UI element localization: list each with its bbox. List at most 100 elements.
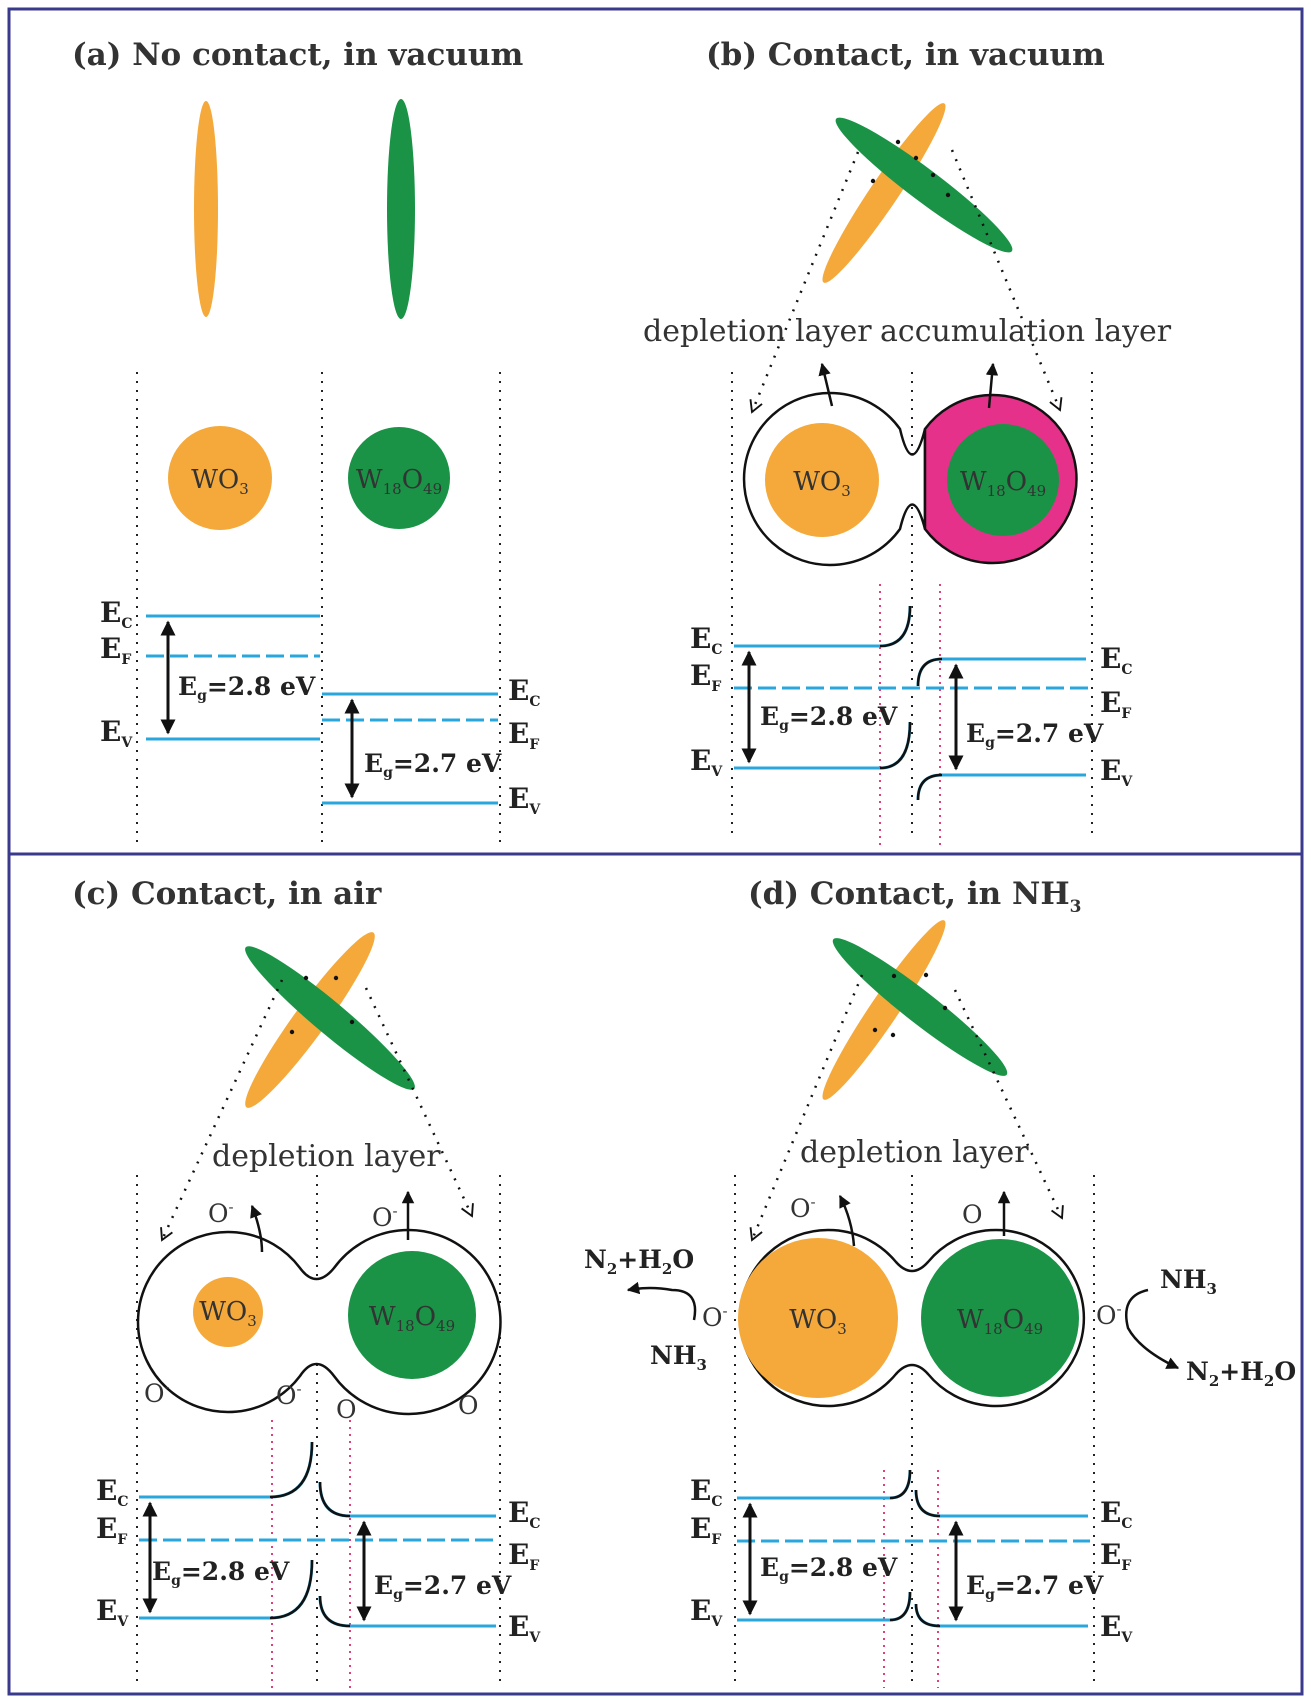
wo3-particle bbox=[765, 423, 879, 537]
ev-label-left: EV bbox=[690, 744, 723, 780]
ef-label-right: EF bbox=[1100, 1538, 1131, 1574]
ec-label-right: EC bbox=[1100, 1496, 1133, 1532]
ev-label-left: EV bbox=[690, 1594, 723, 1630]
w18o49-nanorod bbox=[832, 938, 1008, 1076]
wo3-nanorod bbox=[822, 103, 946, 283]
ef-label-left: EF bbox=[100, 632, 131, 668]
wo3-label: WO3 bbox=[793, 467, 851, 500]
depletion-pointer bbox=[838, 1194, 856, 1247]
reaction-arrow-right bbox=[1125, 1288, 1180, 1370]
zoom-line-right bbox=[953, 989, 1064, 1220]
w18o49-gap-label: Eg=2.7 eV bbox=[364, 749, 502, 781]
w18o49-particle bbox=[921, 1239, 1079, 1397]
w18o49-valence-band bbox=[318, 1595, 496, 1628]
ef-label-right: EF bbox=[1100, 686, 1131, 722]
ec-label-left: EC bbox=[100, 596, 133, 632]
wo3-gap-label: Eg=2.8 eV bbox=[760, 702, 898, 734]
panel-b: (b) Contact, in vacuum depletion layer a… bbox=[643, 37, 1172, 845]
wo3-conduction-band bbox=[734, 605, 912, 648]
depletion-layer-label: depletion layer bbox=[643, 314, 872, 349]
wo3-label: WO3 bbox=[789, 1305, 847, 1338]
wo3-nanorod bbox=[822, 920, 946, 1100]
reaction-arrow-left bbox=[626, 1281, 697, 1321]
panel-a-title: (a) No contact, in vacuum bbox=[72, 37, 523, 73]
ef-label-right: EF bbox=[508, 717, 539, 753]
reaction-product-left: N2+H2O bbox=[584, 1245, 694, 1278]
depletion-layer-label: depletion layer bbox=[212, 1139, 441, 1174]
w18o49-valence-band bbox=[914, 1603, 1088, 1628]
adsorbed-oxygen: O bbox=[962, 1200, 983, 1229]
panel-c-title: (c) Contact, in air bbox=[72, 876, 382, 912]
w18o49-nanorod bbox=[387, 99, 415, 319]
panel-a: (a) No contact, in vacuum WO3 W18O49 Eg=… bbox=[72, 37, 541, 842]
ef-label-left: EF bbox=[96, 1512, 127, 1548]
w18o49-particle bbox=[947, 424, 1059, 536]
panel-c: (c) Contact, in air depletion layer WO3 … bbox=[72, 876, 541, 1688]
bottom-frame bbox=[7, 852, 1304, 1696]
ef-label-left: EF bbox=[690, 1512, 721, 1548]
ec-label-left: EC bbox=[690, 1474, 723, 1510]
adsorbed-oxygen: O- bbox=[790, 1193, 816, 1223]
accumulation-layer-label: accumulation layer bbox=[880, 314, 1172, 349]
w18o49-particle bbox=[348, 1251, 476, 1379]
w18o49-conduction-band bbox=[318, 1481, 496, 1518]
ev-label-right: EV bbox=[1100, 1610, 1133, 1646]
w18o49-gap-label: Eg=2.7 eV bbox=[966, 719, 1104, 751]
wo3-gap-label: Eg=2.8 eV bbox=[152, 1557, 290, 1589]
wo3-particle bbox=[738, 1238, 898, 1398]
w18o49-nanorod bbox=[835, 117, 1013, 253]
ec-label-right: EC bbox=[508, 1496, 541, 1532]
adsorbed-oxygen: O- bbox=[702, 1302, 728, 1332]
ev-label-left: EV bbox=[100, 715, 133, 751]
zoom-line-right bbox=[950, 149, 1063, 412]
reaction-product-right: N2+H2O bbox=[1186, 1357, 1296, 1390]
w18o49-label: W18O49 bbox=[356, 465, 442, 498]
wo3-particle bbox=[168, 426, 272, 530]
ev-label-left: EV bbox=[96, 1594, 129, 1630]
w18o49-nanorod bbox=[245, 946, 415, 1090]
adsorbed-oxygen: O- bbox=[208, 1198, 234, 1228]
zoom-line-left bbox=[749, 151, 860, 414]
ec-label-right: EC bbox=[1100, 642, 1133, 678]
wo3-conduction-band bbox=[139, 1441, 314, 1499]
w18o49-label: W18O49 bbox=[369, 1302, 455, 1335]
w18o49-gap-label: Eg=2.7 eV bbox=[374, 1571, 512, 1603]
ec-label-left: EC bbox=[690, 622, 723, 658]
w18o49-conduction-band bbox=[914, 1489, 1088, 1518]
adsorbed-oxygen: O bbox=[458, 1391, 479, 1420]
wo3-nanorod bbox=[194, 101, 218, 317]
reactant-left: NH3 bbox=[650, 1341, 707, 1374]
ev-label-right: EV bbox=[508, 782, 541, 818]
depletion-pointer bbox=[250, 1204, 264, 1253]
zoom-line-right bbox=[364, 987, 474, 1218]
accumulation-pointer bbox=[985, 362, 999, 409]
wo3-label: WO3 bbox=[191, 465, 249, 498]
adsorbed-oxygen: O- bbox=[1096, 1300, 1122, 1330]
wo3-label: WO3 bbox=[199, 1297, 257, 1330]
adsorbed-oxygen: O bbox=[336, 1395, 357, 1424]
adsorbed-oxygen: O- bbox=[144, 1378, 170, 1408]
w18o49-conduction-band bbox=[916, 657, 1086, 687]
w18o49-particle bbox=[348, 427, 450, 529]
w18o49-label: W18O49 bbox=[960, 467, 1046, 500]
panel-d-title: (d) Contact, in NH3 bbox=[748, 876, 1081, 917]
ev-label-right: EV bbox=[1100, 754, 1133, 790]
wo3-particle bbox=[193, 1277, 263, 1347]
ec-label-right: EC bbox=[508, 674, 541, 710]
panel-d: (d) Contact, in NH3 depletion layer WO3 … bbox=[584, 876, 1296, 1688]
w18o49-gap-label: Eg=2.7 eV bbox=[966, 1571, 1104, 1603]
panel-b-title: (b) Contact, in vacuum bbox=[706, 37, 1105, 73]
ev-label-right: EV bbox=[508, 1610, 541, 1646]
depletion-layer-label: depletion layer bbox=[800, 1135, 1029, 1170]
depletion-pointer bbox=[818, 362, 834, 407]
ef-label-right: EF bbox=[508, 1538, 539, 1574]
adsorbed-oxygen: O- bbox=[372, 1202, 398, 1232]
wo3-gap-label: Eg=2.8 eV bbox=[178, 672, 316, 704]
ef-label-left: EF bbox=[690, 659, 721, 695]
ec-label-left: EC bbox=[96, 1474, 129, 1510]
w18o49-valence-band bbox=[916, 773, 1086, 801]
adsorbed-oxygen: O- bbox=[276, 1380, 302, 1410]
reactant-right: NH3 bbox=[1160, 1265, 1217, 1298]
